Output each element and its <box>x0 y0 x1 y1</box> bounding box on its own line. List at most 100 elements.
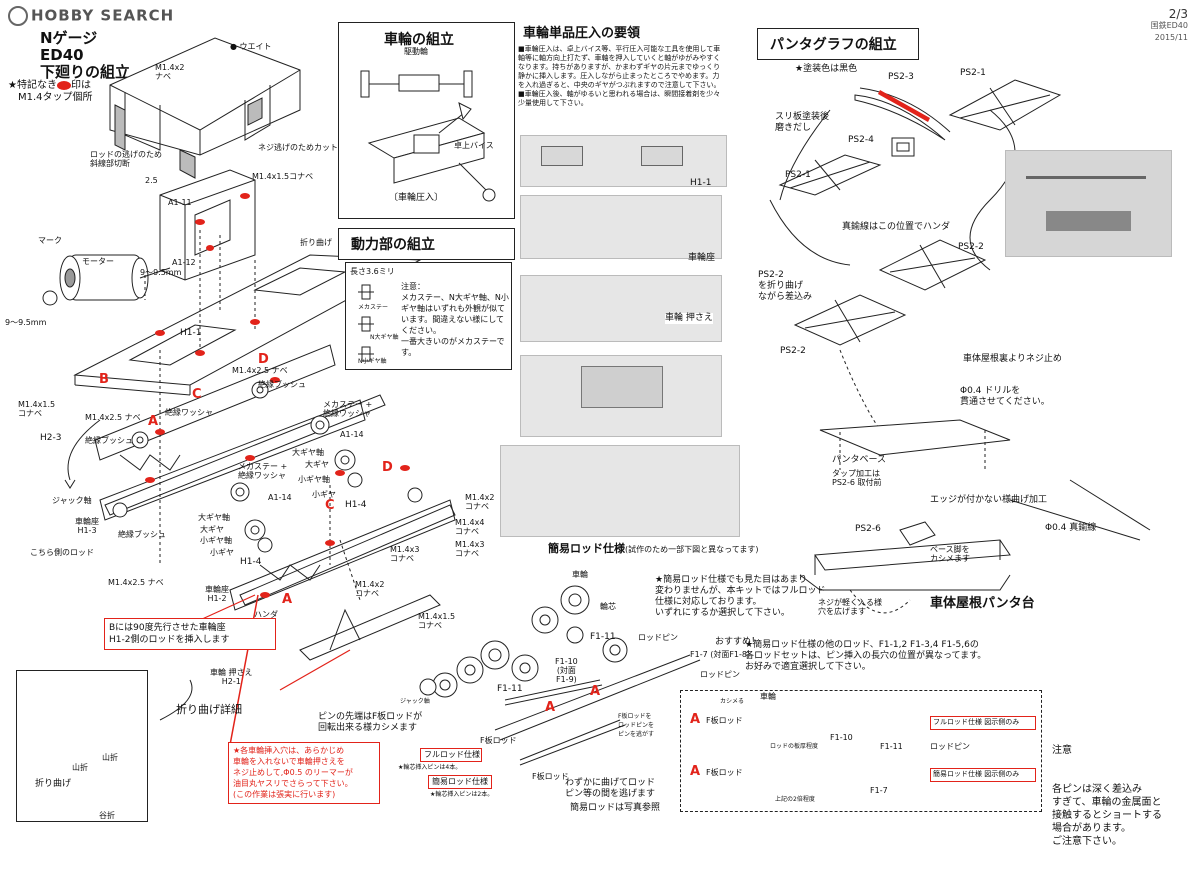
ps2-2-fold-note: PS2-2 を折り曲げ ながら差込み <box>758 270 813 302</box>
size-9-95-b-label: 9～9.5mm <box>5 318 47 327</box>
m14x15-konabe3-label: M1.4x1.5 コナベ <box>418 612 456 630</box>
rod-pin2-label: ロッドピン <box>700 670 740 679</box>
rod-f1-11-label: F1-11 <box>880 742 903 751</box>
axle-core-label: 輪芯 <box>600 602 616 611</box>
title-line2: ED40 <box>40 46 84 64</box>
jack-shaft-label: ジャック軸 <box>52 496 92 505</box>
photo-wheel-holder <box>520 275 722 342</box>
edge-bend-note: エッジが付かない様曲げ加工 <box>930 495 1048 505</box>
m14x2-konabe2-label: M1.4x2 コナベ <box>355 580 385 598</box>
simple-rod-badge-text: 簡易ロッド仕様 <box>432 777 488 786</box>
small-gear-shaft-label: 小ギヤ軸 <box>298 475 330 484</box>
brass-wire-label: Φ0.4 真鍮線 <box>1045 523 1097 533</box>
n-big-gear-label: N大ギヤ軸 <box>370 334 399 341</box>
f1-11b-label: F1-11 <box>497 684 523 694</box>
simple-rod-diagram-badge: 簡易ロッド仕様 図示側のみ <box>930 768 1036 782</box>
letter-a5-marker: A <box>690 712 701 727</box>
simple-rod-title: 簡易ロッド仕様 <box>548 542 625 555</box>
power-unit-note-box: 長さ3.6ミリ メカステー N大ギヤ軸 N小ギヤ軸 注意： メカステー、N大ギヤ… <box>345 262 512 370</box>
letter-a3-marker: A <box>590 684 601 699</box>
tap-note-line2: M1.4タップ個所 <box>18 92 93 103</box>
mark-label: マーク <box>38 236 62 245</box>
simple-rod-subnote: (試作のため一部下図と異なってます) <box>625 545 759 554</box>
wheel-seat-h12-label: 車輪座 H1-2 <box>205 585 229 603</box>
b-note-box: Bには90度先行させた車輪座 H1-2側のロッドを挿入します <box>104 618 276 650</box>
h1-4-label: H1-4 <box>345 500 367 510</box>
mecha-insul-label: メカステー + 絶縁ワッシャ <box>323 400 373 418</box>
photo-wheel-holder-label: 車輪 押さえ <box>665 313 713 324</box>
a1-14-label: A1-14 <box>340 430 364 439</box>
photo-h1-1 <box>520 135 727 187</box>
insul-bush-label: 絶縁ブッシュ <box>258 380 306 389</box>
double-thickness-label: 上記の2倍程度 <box>775 796 815 803</box>
simple-rod-spec-note: ★簡易ロッド仕様でも見た目はあまり 変わりませんが、本キットではフルロッド 仕様… <box>655 575 826 618</box>
f1-10-label: F1-10 (対面 F1-9) <box>555 657 578 684</box>
big-gear-shaft-label: 大ギヤ軸 <box>292 448 324 457</box>
caution-text: 各ピンは深く差込み すぎて、車輪の金属面と 接触するとショートする 場合がありま… <box>1052 784 1162 847</box>
title-line3: 下廻りの組立 <box>40 63 131 81</box>
caution-block: 注意 各ピンは深く差込み すぎて、車輪の金属面と 接触するとショートする 場合が… <box>1052 718 1162 874</box>
bend-note: わずかに曲げてロッド ピン等の間を逃げます <box>565 778 656 799</box>
roof-panta-base-title: 車体屋根パンタ台 <box>930 596 1035 611</box>
m14x25-nabe2-label: M1.4x2.5 ナベ <box>85 413 141 422</box>
pantograph-title-box: パンタグラフの組立 <box>757 28 919 60</box>
length-label: 長さ3.6ミリ <box>350 267 395 276</box>
b-note-text: Bには90度先行させた車輪座 H1-2側のロッドを挿入します <box>109 623 230 645</box>
power-unit-note-tail: 一番大きいのがメカステーです。 <box>401 337 505 357</box>
other-rods-note: ★簡易ロッド仕様の他のロッド、F1-1,2 F1-3,4 F1-5,6の 各ロッ… <box>745 640 987 672</box>
ps2-3-label: PS2-3 <box>888 72 914 82</box>
ps2-1-label: PS2-1 <box>960 68 986 78</box>
base-crimp-note: ベース脚を カシメます <box>930 545 970 563</box>
m14x2-nabe-label: M1.4x2 ナベ <box>155 63 185 81</box>
full-rod-diagram-label: フルロッド仕様 <box>933 718 982 726</box>
size-9-95-a-label: 9～9.5mm <box>140 268 182 277</box>
full-rod-diagram-badge: フルロッド仕様 図示側のみ <box>930 716 1036 730</box>
n-small-gear-label: N小ギヤ軸 <box>358 358 387 365</box>
a1-11-label: A1-11 <box>168 198 192 207</box>
simple-rod-badge: 簡易ロッド仕様 <box>428 775 492 789</box>
simple-rod-caption: 簡易ロッド仕様(試作のため一部下図と異なってます) <box>548 537 758 556</box>
full-rod-diagram-only: 図示側のみ <box>984 718 1020 726</box>
power-unit-title-box: 動力部の組立 <box>338 228 515 260</box>
tap-note-suffix: 印は <box>70 80 91 91</box>
mecha-stay-label: メカステー <box>358 304 389 311</box>
rod-f-rod2-label: F板ロッド <box>706 768 743 777</box>
reamer-note-text: ★各車輪挿入穴は、あらかじめ 車輪を入れないで車輪押さえを ネジ止めして,Φ0.… <box>233 746 353 799</box>
wheel-press-caption: 〔車輪圧入〕 <box>389 193 444 203</box>
rod-f1-10-label: F1-10 <box>830 733 853 742</box>
simple-photo-note: 簡易ロッドは写真参照 <box>570 803 661 813</box>
ps2-2b-label: PS2-2 <box>780 346 806 356</box>
f1-7-label: F1-7 (対面F1-8) <box>690 650 751 659</box>
small-gear-shaft2-label: 小ギヤ軸 <box>200 536 232 545</box>
rod-section-box <box>680 690 1042 812</box>
mountain-fold-label: 山折 <box>102 753 118 762</box>
recommend-label: おすすめ！ <box>715 637 761 647</box>
panta-tap-note: タップ加工は PS2-6 取付前 <box>832 469 882 487</box>
tap-note: ★特記なき 印は M1.4タップ個所 <box>8 80 93 104</box>
reamer-note-box: ★各車輪挿入穴は、あらかじめ 車輪を入れないで車輪押さえを ネジ止めして,Φ0.… <box>228 742 380 804</box>
wheel-press-title: 車輪の組立 <box>384 32 454 48</box>
letter-a-marker: A <box>148 414 159 429</box>
caution-title: 注意 <box>1052 745 1072 756</box>
tap-note-prefix: ★特記なき <box>8 80 57 91</box>
vise-label: 卓上バイス <box>454 141 494 150</box>
a1-12-label: A1-12 <box>172 258 196 267</box>
wheel-label: 車輪 <box>572 570 588 579</box>
power-unit-note: 注意： メカステー、N大ギヤ軸、N小ギヤ軸はいずれも外観が似ています。間違えない… <box>401 281 509 358</box>
screw-cut-note: ネジ逃げのためカット <box>258 143 338 152</box>
m14x25-nabe3-label: M1.4x2.5 ナベ <box>108 578 164 587</box>
page-title: Nゲージ ED40 下廻りの組立 <box>40 30 130 81</box>
ps2-4-label: PS2-4 <box>848 135 874 145</box>
rod-cut-note: ロッドの逃げのため 斜線部切断 <box>90 150 162 168</box>
insul-washer-label: 絶縁ワッシャ <box>165 408 213 417</box>
doc-date: 2015/11 <box>1154 33 1188 42</box>
full-rod-badge: フルロッド仕様 <box>420 748 482 762</box>
page-number-block: 2/3 国鉄ED40 2015/11 <box>1151 8 1188 44</box>
letter-a6-marker: A <box>690 764 701 779</box>
letter-c2-marker: C <box>325 498 335 513</box>
h1-4b-label: H1-4 <box>240 557 262 567</box>
a1-14b-label: A1-14 <box>268 493 292 502</box>
m14x2-konabe-label: M1.4x2 コナベ <box>465 493 495 511</box>
rod-thickness-label: ロッドの板厚程度 <box>770 743 819 750</box>
paint-color-note: ★塗装色は黒色 <box>795 64 858 74</box>
